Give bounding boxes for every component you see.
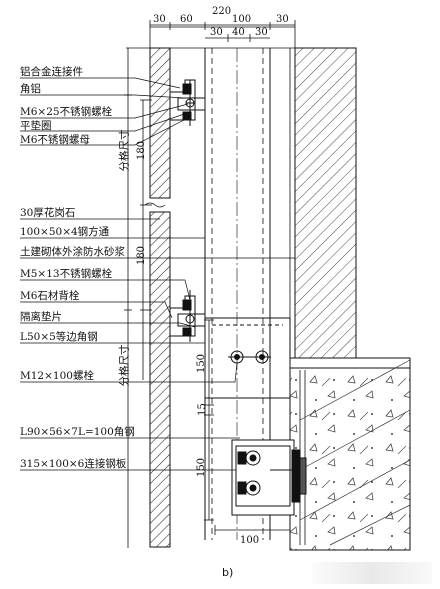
concrete-slab — [289, 357, 411, 551]
dimension-bottom: 100 — [240, 535, 260, 546]
dimension-inner-2: 40 — [232, 27, 245, 38]
label-l50-angle: L50×5等边角钢 — [20, 331, 98, 343]
label-masonry-waterproof: 土建砌体外涂防水砂浆 — [20, 246, 125, 258]
dimension-seg-2: 60 — [180, 14, 193, 25]
break-marks — [144, 202, 166, 208]
label-m5x13-bolt: M5×13不锈钢螺栓 — [20, 268, 113, 280]
label-m6-back-bolt: M6石材背栓 — [20, 290, 80, 302]
watermark — [312, 562, 432, 584]
label-flat-washer: 平垫圈 — [20, 120, 52, 132]
dimension-left-lower: 180 — [136, 245, 148, 266]
dimension-inner-1: 30 — [210, 27, 223, 38]
dimension-inner-3: 30 — [255, 27, 268, 38]
dimension-seg-1: 30 — [153, 14, 166, 25]
label-steel-tube: 100×50×4钢方通 — [20, 226, 110, 238]
right-vertical-dimension-lines — [204, 319, 291, 535]
left-vertical-dimension-lines — [124, 48, 152, 548]
figure-caption: b) — [222, 566, 234, 579]
label-aluminum-connector: 铝合金连接件 — [20, 66, 83, 78]
masonry-wall — [289, 47, 357, 359]
label-l90-angle: L90×56×7L=100角钢 — [20, 426, 135, 438]
dimension-seg-4: 30 — [276, 14, 289, 25]
label-m6-nut: M6不锈钢螺母 — [20, 134, 90, 146]
label-granite-30: 30厚花岗石 — [20, 207, 76, 219]
lower-aluminum-bracket — [170, 290, 206, 342]
label-isolation-pad: 隔离垫片 — [20, 311, 62, 323]
dimension-overall: 220 — [212, 6, 232, 17]
upper-aluminum-bracket — [170, 79, 206, 126]
label-connection-plate: 315×100×6连接钢板 — [20, 458, 127, 470]
label-m12-bolt: M12×100螺栓 — [20, 370, 94, 382]
dimension-seg-3: 100 — [232, 14, 252, 25]
dimension-right-3: 150 — [196, 457, 208, 478]
label-m6x25-bolt: M6×25不锈钢螺栓 — [20, 106, 113, 118]
equal-angle-steel — [204, 317, 291, 399]
dimension-left-upper: 180 — [136, 140, 148, 161]
label-angle-aluminum: 角铝 — [20, 83, 41, 95]
dimension-right-2: 15 — [196, 403, 208, 416]
connection-steel-plate — [231, 439, 307, 516]
vertical-label-lower: 分格尺寸 — [118, 344, 131, 387]
granite-panel — [149, 47, 171, 548]
leader-lines — [20, 77, 295, 471]
vertical-label-upper: 分格尺寸 — [118, 129, 131, 172]
dimension-right-1: 150 — [196, 353, 208, 374]
